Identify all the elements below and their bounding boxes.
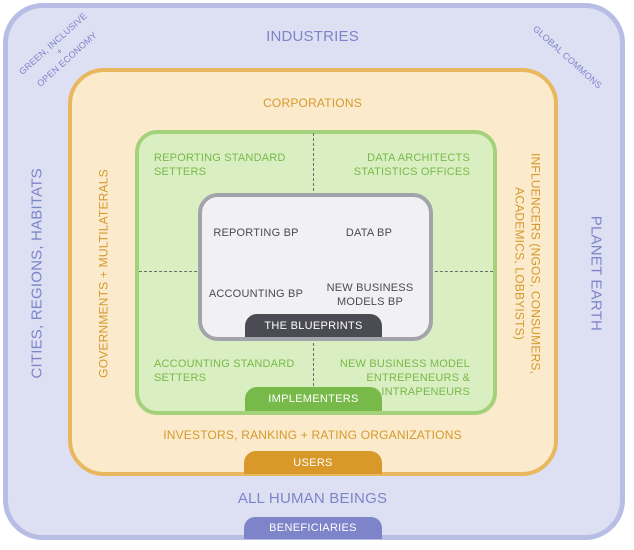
text-line: DATA ARCHITECTS <box>367 152 470 164</box>
text-line: SETTERS <box>154 165 207 178</box>
text-line: ENTREPENEURS & <box>366 371 470 384</box>
text-line: ACCOUNTING STANDARD <box>154 358 295 370</box>
text-line: INTRAPENEURS <box>381 385 470 398</box>
industries-label: INDUSTRIES <box>266 28 359 45</box>
influencers-line-1: INFLUENCERS (NGOs, CONSUMERS, <box>528 153 543 375</box>
governments-multilaterals-label: GOVERNMENTS + MULTILATERALS <box>96 169 111 378</box>
data-bp-label: DATA BP <box>345 227 393 239</box>
new-business-model-entrepreneurs-label: NEW BUSINESS MODEL ENTREPENEURS & INTRAP… <box>320 358 470 399</box>
investors-ranking-rating-label: INVESTORS, RANKING + RATING ORGANIZATION… <box>163 428 462 442</box>
data-architects-label: DATA ARCHITECTS STATISTICS OFFICES <box>320 152 470 180</box>
influencers-line-2: ACADEMICS, LOBBYISTS) <box>513 187 527 341</box>
planet-earth-label: PLANET EARTH <box>587 215 605 331</box>
text-line: STATISTICS OFFICES <box>353 165 470 178</box>
reporting-bp-label: REPORTING BP <box>213 227 299 239</box>
cities-regions-habitats-label: CITIES, REGIONS, HABITATS <box>28 168 46 379</box>
the-blueprints-pill: THE BLUEPRINTS <box>245 314 382 337</box>
users-pill: USERS <box>244 451 382 474</box>
text-line: SETTERS <box>154 371 207 384</box>
text-line: MODELS BP <box>337 295 403 308</box>
corporations-label: CORPORATIONS <box>263 96 362 110</box>
text-line: NEW BUSINESS <box>326 282 414 294</box>
text-line: NEW BUSINESS MODEL <box>339 358 470 370</box>
new-business-models-bp-label: NEW BUSINESS MODELS BP <box>318 282 422 310</box>
accounting-standard-setters-label: ACCOUNTING STANDARD SETTERS <box>154 358 304 386</box>
all-human-beings-label: ALL HUMAN BEINGS <box>237 490 388 507</box>
implementers-pill: IMPLEMENTERS <box>245 387 382 411</box>
reporting-standard-setters-label: REPORTING STANDARD SETTERS <box>154 152 304 180</box>
influencers-label: INFLUENCERS (NGOs, CONSUMERS, ACADEMICS,… <box>511 114 543 414</box>
accounting-bp-label: ACCOUNTING BP <box>208 288 304 300</box>
beneficiaries-pill: BENEFICIARIES <box>244 517 382 539</box>
text-line: REPORTING STANDARD <box>154 152 286 164</box>
